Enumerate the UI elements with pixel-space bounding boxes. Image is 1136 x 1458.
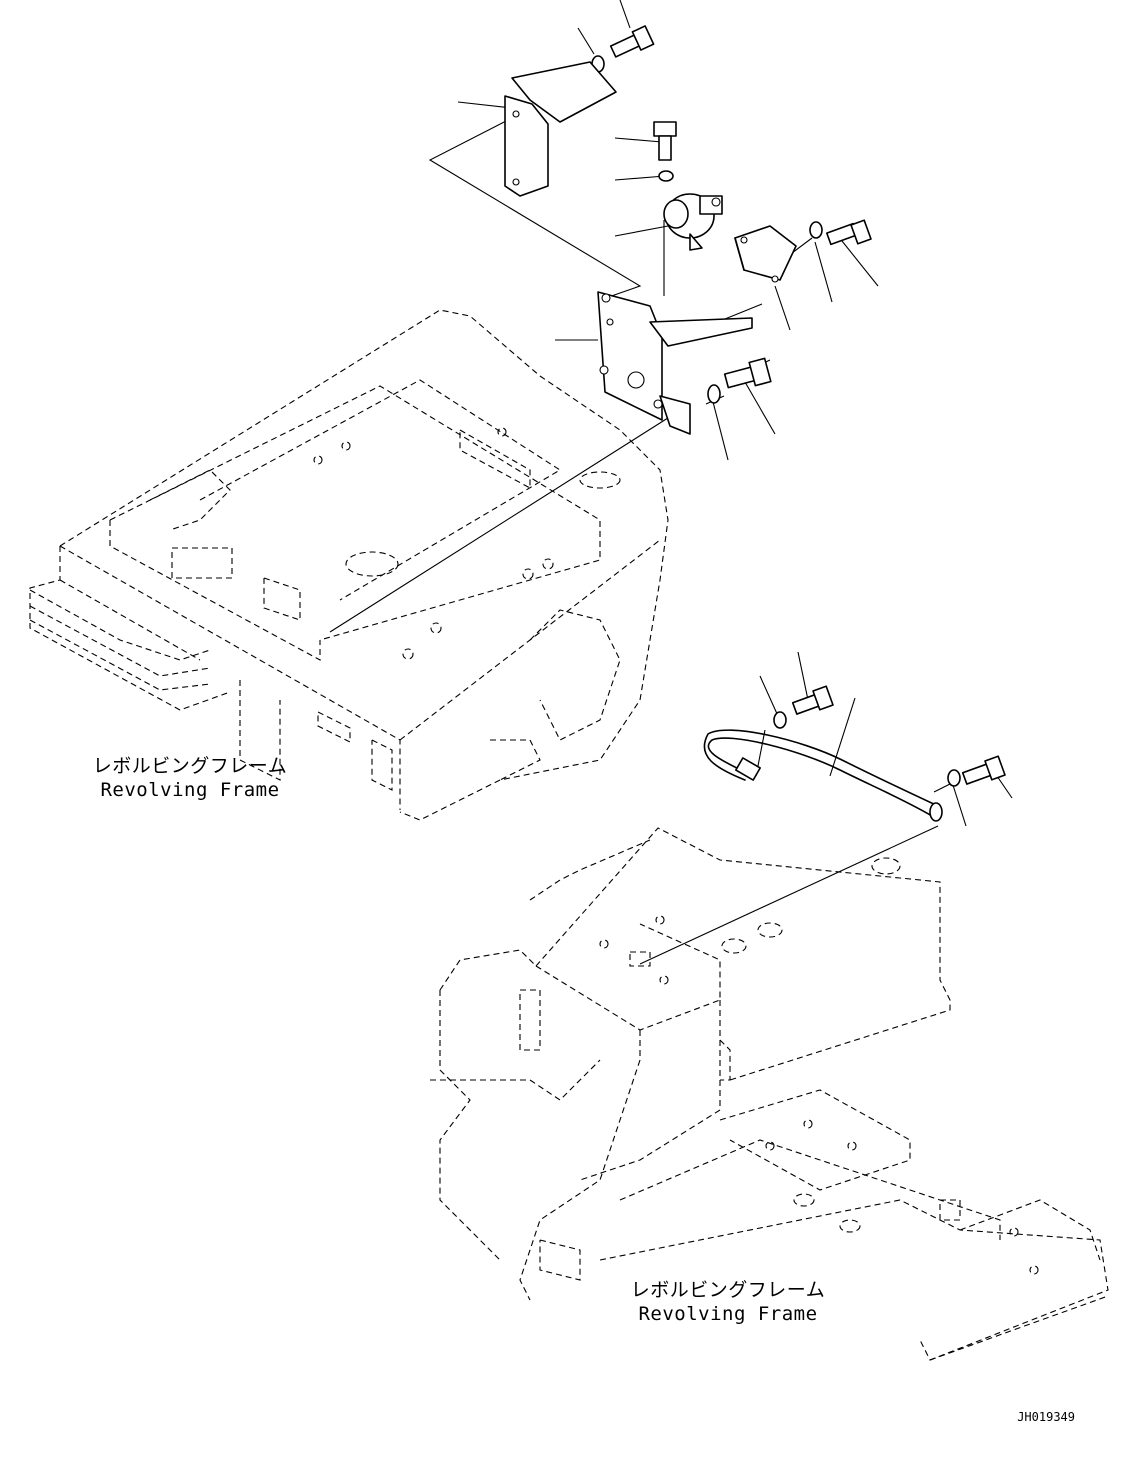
ground-cable bbox=[703, 729, 943, 822]
right-washer bbox=[809, 221, 823, 239]
drawing-id: JH019349 bbox=[1017, 1410, 1075, 1424]
cable-washer-right bbox=[947, 769, 961, 787]
cable-bolt-right bbox=[961, 755, 1006, 785]
cable-washer-left bbox=[773, 711, 787, 729]
bracket-bolt bbox=[723, 357, 772, 389]
frame-label-en: Revolving Frame bbox=[100, 779, 280, 801]
frame-label-en: Revolving Frame bbox=[638, 1303, 818, 1325]
revolving-frame-label-upper: レボルビングフレーム Revolving Frame bbox=[80, 754, 300, 802]
mounting-bracket bbox=[597, 291, 753, 435]
frame-label-jp: レボルビングフレーム bbox=[630, 1279, 826, 1301]
relay-washer bbox=[658, 170, 674, 182]
right-bolt bbox=[825, 219, 872, 246]
frame-label-jp: レボルビングフレーム bbox=[92, 755, 288, 777]
bracket-washer bbox=[707, 384, 721, 404]
top-bolt bbox=[609, 25, 655, 58]
cable-bolt-left bbox=[791, 685, 834, 715]
battery-relay bbox=[663, 193, 723, 251]
upper-revolving-frame bbox=[29, 309, 669, 821]
lower-revolving-frame bbox=[430, 827, 1109, 1361]
revolving-frame-label-lower: レボルビングフレーム Revolving Frame bbox=[618, 1278, 838, 1326]
cover-bracket bbox=[504, 61, 617, 197]
safety-relay bbox=[734, 225, 797, 283]
relay-bolt bbox=[653, 121, 677, 161]
